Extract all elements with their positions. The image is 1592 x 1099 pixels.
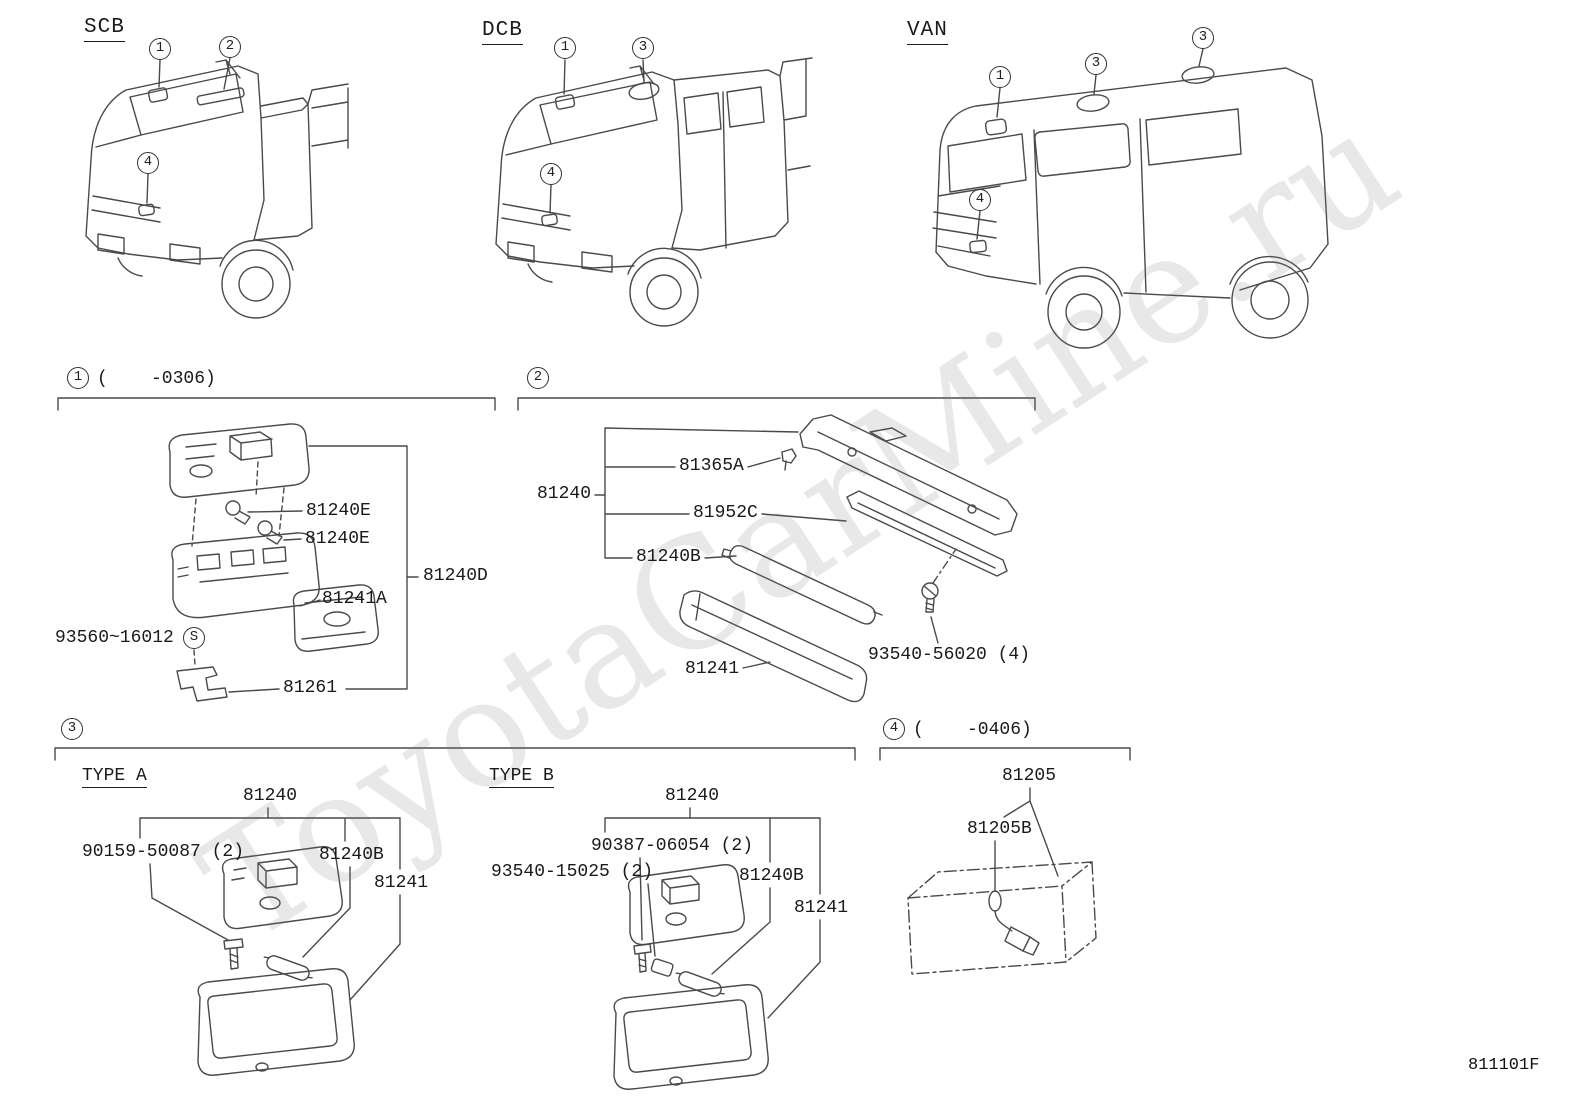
s2-part-bulb: 81240B [636, 547, 701, 567]
s2-part-clip: 81365A [679, 456, 744, 476]
sec3-type-b-exploded [604, 807, 821, 1090]
s1-part-bracket: 81261 [283, 678, 338, 698]
type-a-title: TYPE A [82, 766, 147, 788]
section2-number: 2 [527, 367, 549, 389]
van-callout-3b: 3 [1192, 27, 1214, 49]
van-callout-4: 4 [969, 189, 991, 211]
van-label: VAN [907, 19, 948, 45]
s1-part-lens: 81241A [322, 589, 387, 609]
dcb-callout-1: 1 [554, 37, 576, 59]
sec1-dome-lamp-exploded [168, 423, 419, 702]
s2-part-assy: 81240 [537, 484, 592, 504]
s4-part-bulb: 81205B [967, 819, 1032, 839]
dcb-vehicle-drawing [495, 57, 813, 327]
s4-part-assy: 81205 [1002, 766, 1057, 786]
s3a-part-assy: 81240 [243, 786, 298, 806]
s1-part-bulb-1: 81240E [306, 501, 371, 521]
section4-range: ( -0406) [913, 720, 1032, 740]
dcb-label: DCB [482, 19, 523, 45]
s1-part-screw: 93560~16012 [55, 628, 174, 648]
section3-number: 3 [61, 718, 83, 740]
sec2-highmount-lamp-exploded [594, 414, 1018, 703]
scb-callout-1: 1 [149, 38, 171, 60]
section4-number: 4 [883, 718, 905, 740]
section-group-brackets [54, 397, 1131, 761]
s3b-part-cap: 93540-15025 (2) [491, 862, 654, 882]
scb-vehicle-drawing [85, 57, 349, 319]
dcb-callout-4: 4 [540, 163, 562, 185]
section1-number: 1 [67, 367, 89, 389]
s3a-part-lens: 81241 [374, 873, 429, 893]
s2-part-lens: 81241 [685, 659, 740, 679]
sec4-lamp-drawing [907, 787, 1097, 975]
van-callout-1: 1 [989, 66, 1011, 88]
s3b-part-assy: 81240 [665, 786, 720, 806]
s1-screw-s-mark: S [183, 627, 205, 649]
document-code: 811101F [1468, 1056, 1540, 1075]
s3a-part-screw: 90159-50087 (2) [82, 842, 245, 862]
scb-callout-4: 4 [137, 152, 159, 174]
van-vehicle-drawing [932, 48, 1329, 349]
s3b-part-bulb: 81240B [739, 866, 804, 886]
dcb-callout-3: 3 [632, 37, 654, 59]
s3b-part-screw: 90387-06054 (2) [591, 836, 754, 856]
sec3-type-a-exploded [139, 807, 401, 1076]
s1-part-housing: 81240D [423, 566, 488, 586]
scb-label: SCB [84, 16, 125, 42]
scb-callout-2: 2 [219, 36, 241, 58]
type-b-title: TYPE B [489, 766, 554, 788]
s3a-part-bulb: 81240B [319, 845, 384, 865]
van-callout-3a: 3 [1085, 53, 1107, 75]
s1-part-bulb-2: 81240E [305, 529, 370, 549]
s3b-part-lens: 81241 [794, 898, 849, 918]
section1-range: ( -0306) [97, 369, 216, 389]
s2-part-screws: 93540-56020 (4) [868, 645, 1031, 665]
s2-part-gasket: 81952C [693, 503, 758, 523]
